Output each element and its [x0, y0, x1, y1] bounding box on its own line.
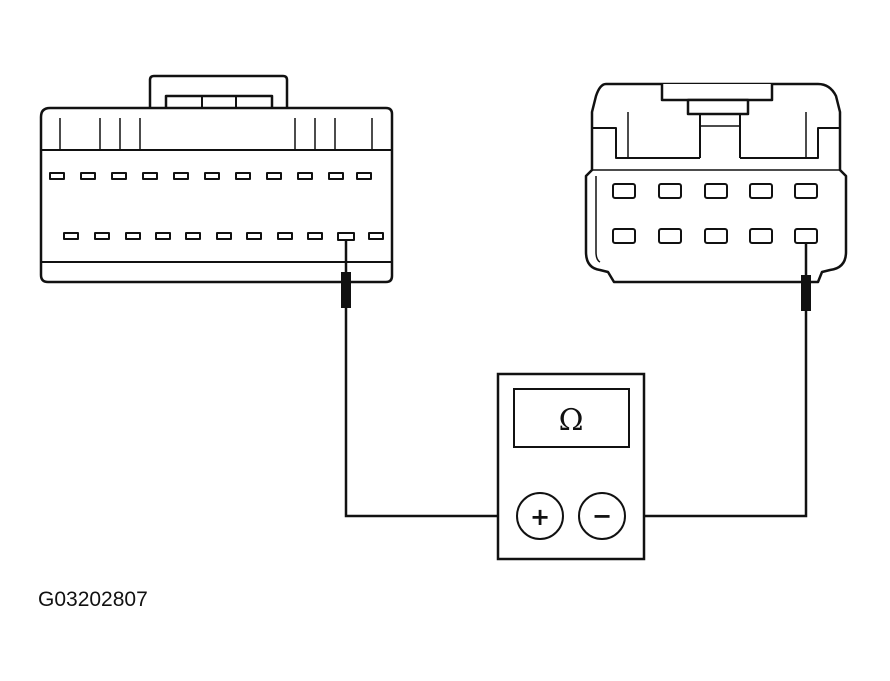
right-connector [584, 82, 848, 284]
terminal [794, 183, 818, 199]
terminal [173, 172, 189, 180]
right-connector-bottom-terminals [612, 228, 818, 244]
terminal [204, 172, 220, 180]
terminal [328, 172, 344, 180]
right-connector-latch-tab [686, 98, 750, 116]
terminal [111, 172, 127, 180]
terminal [704, 183, 728, 199]
left-connector-top-terminals [49, 172, 372, 180]
terminal [155, 232, 171, 240]
left-connector-body [39, 106, 394, 284]
terminal [704, 228, 728, 244]
terminal [125, 232, 141, 240]
terminal [142, 172, 158, 180]
terminal [612, 183, 636, 199]
ohm-symbol: Ω [559, 403, 584, 438]
ohmmeter: Ω + − [496, 372, 646, 561]
terminal [80, 172, 96, 180]
test-leads [344, 240, 808, 518]
right-connector-latch [660, 84, 774, 102]
positive-test-lead [344, 240, 518, 518]
terminal [216, 232, 232, 240]
probed-terminal [794, 228, 818, 244]
terminal [185, 232, 201, 240]
terminal [94, 232, 110, 240]
terminal [246, 232, 262, 240]
terminal [63, 232, 79, 240]
left-connector-bottom-terminals [63, 232, 384, 241]
terminal [368, 232, 384, 240]
positive-probe-tip [341, 272, 351, 308]
right-connector-top-terminals [612, 183, 818, 199]
negative-jack [578, 492, 626, 540]
terminal [307, 232, 323, 240]
terminal [749, 183, 773, 199]
terminal [658, 228, 682, 244]
terminal [612, 228, 636, 244]
terminal [49, 172, 65, 180]
terminal [297, 172, 313, 180]
ohmmeter-display [513, 388, 630, 448]
figure-id: G03202807 [38, 588, 148, 611]
terminal [658, 183, 682, 199]
terminal [235, 172, 251, 180]
negative-probe-tip [801, 275, 811, 311]
terminal [356, 172, 372, 180]
negative-test-lead [624, 243, 808, 518]
left-connector [39, 74, 394, 284]
negative-jack-label: − [592, 502, 612, 530]
probed-terminal [337, 232, 355, 241]
positive-jack-label: + [530, 503, 550, 531]
terminal [266, 172, 282, 180]
terminal [749, 228, 773, 244]
positive-jack [516, 492, 564, 540]
terminal [277, 232, 293, 240]
